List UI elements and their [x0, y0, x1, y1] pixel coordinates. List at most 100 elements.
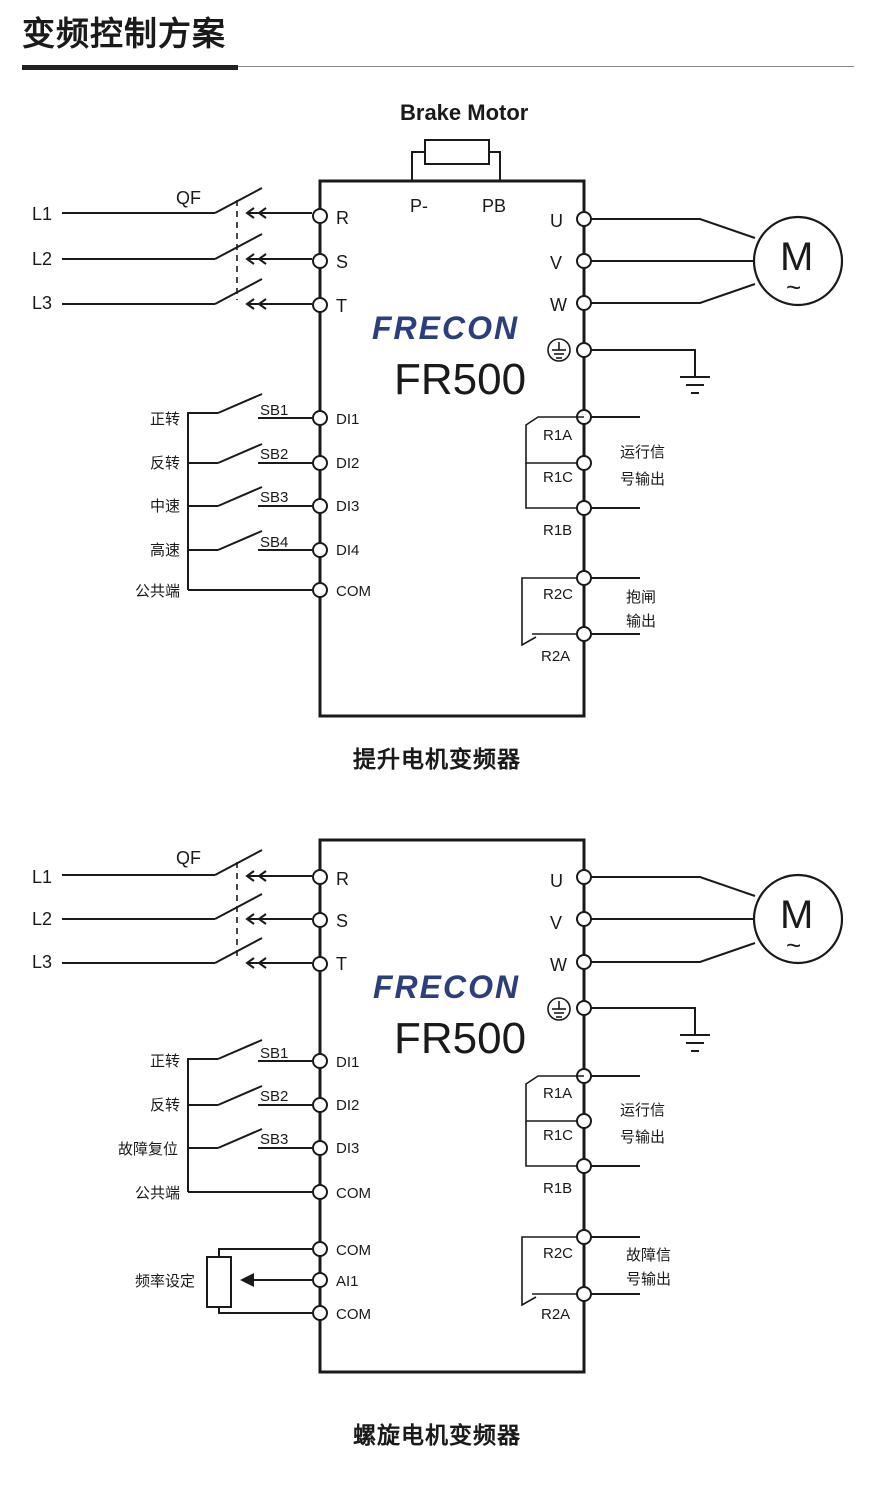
switch-label-sb2: SB2 — [260, 446, 288, 463]
terminal-label-pb: PB — [482, 196, 506, 216]
terminal-label-di2: DI2 — [336, 1097, 359, 1114]
relay-label-r1a: R1A — [543, 1085, 572, 1102]
diagram1-caption: 提升电机变频器 — [353, 746, 521, 773]
switch-label-sb3: SB3 — [260, 1131, 288, 1148]
terminal-label-ai1: AI1 — [336, 1273, 359, 1290]
terminal-r2a — [576, 626, 592, 642]
terminal-t — [312, 297, 328, 313]
inverter-box — [318, 179, 586, 718]
terminal-v — [576, 911, 592, 927]
relay-label-r2a: R2A — [541, 648, 570, 665]
relay-label-r1b: R1B — [543, 522, 572, 539]
terminal-label-com-top: COM — [336, 1242, 371, 1259]
brand-logo: FRECON — [373, 969, 520, 1005]
terminal-di1 — [312, 1053, 328, 1069]
switch-label-sb1: SB1 — [260, 402, 288, 419]
hoist-wiring-diagram: Brake Motor P- PB FRECON FR500 L1 L2 L3 … — [32, 100, 844, 773]
terminal-di2 — [312, 455, 328, 471]
brake-resistor — [424, 139, 490, 165]
relay1-contact — [525, 1075, 584, 1122]
terminal-label-di3: DI3 — [336, 1140, 359, 1157]
motor-ac-symbol: ~ — [786, 272, 801, 302]
relay-label-r2a: R2A — [541, 1306, 570, 1323]
terminal-ai1 — [312, 1272, 328, 1288]
di-label-reverse: 反转 — [150, 454, 180, 472]
terminal-label-com: COM — [336, 1185, 371, 1202]
terminal-w — [576, 295, 592, 311]
terminal-s — [312, 912, 328, 928]
di-label-forward: 正转 — [150, 1052, 180, 1070]
terminal-label-com-bottom: COM — [336, 1306, 371, 1323]
terminal-w — [576, 954, 592, 970]
model-name: FR500 — [394, 355, 526, 404]
title-divider — [22, 66, 854, 67]
terminal-r1b — [576, 500, 592, 516]
switch-label-sb3: SB3 — [260, 489, 288, 506]
di-label-common: 公共端 — [135, 582, 180, 600]
relay-label-r1b: R1B — [543, 1180, 572, 1197]
motor-icon — [752, 215, 844, 307]
relay1-desc-line2: 号输出 — [620, 470, 665, 488]
motor-ac-symbol: ~ — [786, 930, 801, 960]
relay-label-r1c: R1C — [543, 469, 573, 486]
terminal-label-w: W — [550, 955, 567, 975]
terminal-di3 — [312, 498, 328, 514]
terminal-label-u: U — [550, 871, 563, 891]
relay2-desc-line2: 号输出 — [626, 1270, 671, 1288]
switch-label-sb4: SB4 — [260, 534, 288, 551]
terminal-u — [576, 869, 592, 885]
diagram2-caption: 螺旋电机变频器 — [353, 1422, 521, 1449]
terminal-label-di3: DI3 — [336, 498, 359, 515]
terminal-r — [312, 208, 328, 224]
model-name: FR500 — [394, 1014, 526, 1063]
di-label-fault-reset: 故障复位 — [118, 1140, 178, 1158]
relay1-contact — [525, 416, 584, 464]
terminal-u — [576, 211, 592, 227]
terminal-pe — [576, 342, 592, 358]
relay1-desc-line1: 运行信 — [620, 443, 665, 461]
terminal-label-di2: DI2 — [336, 455, 359, 472]
terminal-label-com: COM — [336, 583, 371, 600]
motor-label: M — [780, 235, 813, 279]
terminal-label-r: R — [336, 208, 349, 228]
terminal-label-di4: DI4 — [336, 542, 359, 559]
relay2-desc-line1: 抱闸 — [626, 588, 656, 606]
terminal-label-di1: DI1 — [336, 1054, 359, 1071]
title-underline — [22, 65, 238, 70]
relay-label-r1a: R1A — [543, 427, 572, 444]
line-label-l2: L2 — [32, 909, 52, 929]
page-title: 变频控制方案 — [22, 14, 226, 53]
di-label-common: 公共端 — [135, 1184, 180, 1202]
terminal-label-w: W — [550, 295, 567, 315]
terminal-label-p: P- — [410, 196, 428, 216]
terminal-r1c — [576, 455, 592, 471]
wiper-arrow-icon — [240, 1273, 254, 1287]
ground-terminal-icon — [547, 997, 571, 1021]
terminal-t — [312, 956, 328, 972]
breaker-label: QF — [176, 848, 201, 868]
terminal-di3 — [312, 1140, 328, 1156]
terminal-di4 — [312, 542, 328, 558]
terminal-v — [576, 253, 592, 269]
terminal-r2c — [576, 570, 592, 586]
terminal-label-di1: DI1 — [336, 411, 359, 428]
terminal-r — [312, 869, 328, 885]
line-label-l1: L1 — [32, 204, 52, 224]
relay2-desc-line1: 故障信 — [626, 1246, 671, 1264]
terminal-label-t: T — [336, 296, 347, 316]
terminal-label-t: T — [336, 954, 347, 974]
terminal-pe — [576, 1000, 592, 1016]
inverter-box — [318, 838, 586, 1374]
terminal-s — [312, 253, 328, 269]
line-label-l2: L2 — [32, 249, 52, 269]
breaker-label: QF — [176, 188, 201, 208]
terminal-r1b — [576, 1158, 592, 1174]
terminal-label-v: V — [550, 913, 562, 933]
relay1-desc-line1: 运行信 — [620, 1101, 665, 1119]
analog-label-frequency-set: 频率设定 — [135, 1272, 195, 1290]
terminal-label-s: S — [336, 252, 348, 272]
terminal-di1 — [312, 410, 328, 426]
relay-label-r1c: R1C — [543, 1127, 573, 1144]
line-label-l3: L3 — [32, 293, 52, 313]
terminal-label-v: V — [550, 253, 562, 273]
